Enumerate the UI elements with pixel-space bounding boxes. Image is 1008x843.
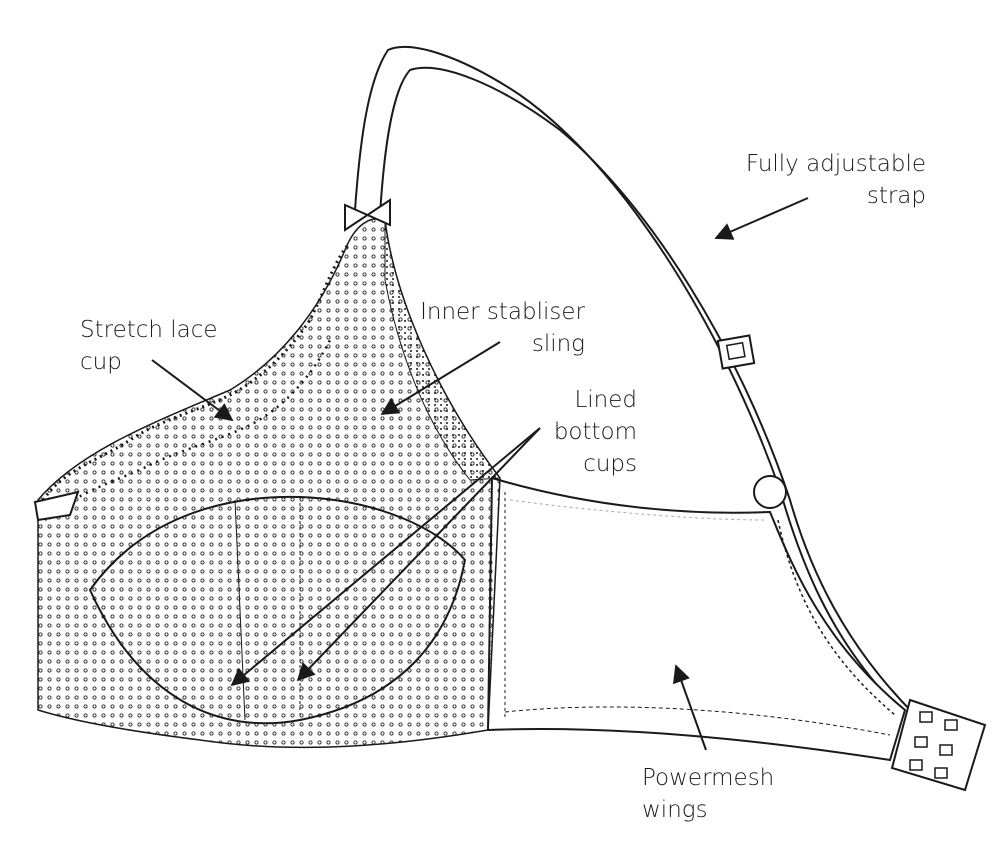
label-strap: Fully adjustable strap [745,151,926,209]
label-lace-cup: Stretch lace cup [80,317,218,375]
label-sling: Inner stabliser sling [420,299,585,357]
arrows [151,197,809,751]
arrow-wings [672,664,707,751]
powermesh-wing [486,476,907,762]
bow-center [33,490,80,522]
arrow-strap [714,197,809,240]
hook-and-eye [890,698,987,792]
arrow-bottom-cup-2 [296,427,541,682]
strap-ring [753,475,787,509]
arrow-lace-cup [151,359,234,422]
strap [354,46,916,716]
arrow-sling [380,341,501,415]
label-wings: Powermesh wings [642,765,775,823]
label-bottom-cups: Lined bottom cups [553,387,637,477]
stabiliser-sling [384,219,501,481]
bow-strap [344,198,391,232]
arrow-bottom-cup-1 [230,427,541,687]
